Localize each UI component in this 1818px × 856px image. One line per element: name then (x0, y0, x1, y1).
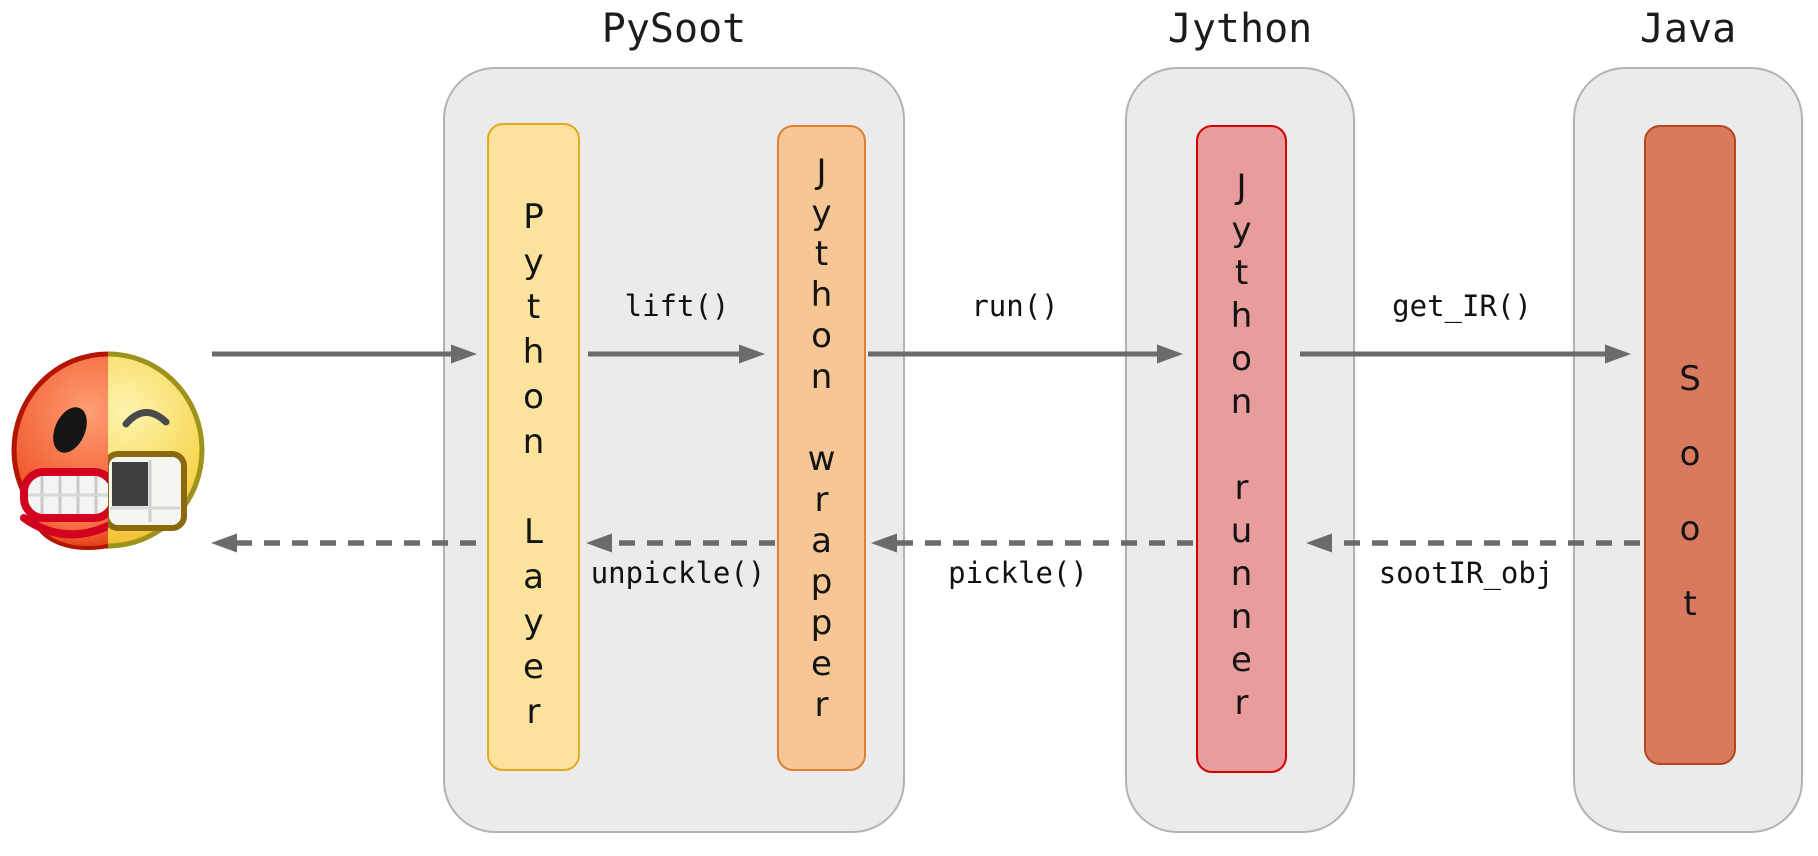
group-title-jython: Jython (1167, 6, 1313, 52)
label-get-ir: get_IR() (1392, 289, 1532, 323)
emoji-left-angry-half (11, 351, 108, 550)
group-title-pysoot: PySoot (601, 6, 747, 52)
label-sootir-obj: sootIR_obj (1378, 556, 1554, 590)
emoji-right-grin-half (108, 351, 205, 549)
label-pickle: pickle() (948, 556, 1088, 590)
angry-grin-emoji (11, 351, 205, 550)
label-run: run() (971, 289, 1059, 323)
group-title-java: Java (1639, 6, 1737, 52)
label-lift: lift() (624, 289, 730, 323)
label-unpickle: unpickle() (590, 556, 766, 590)
